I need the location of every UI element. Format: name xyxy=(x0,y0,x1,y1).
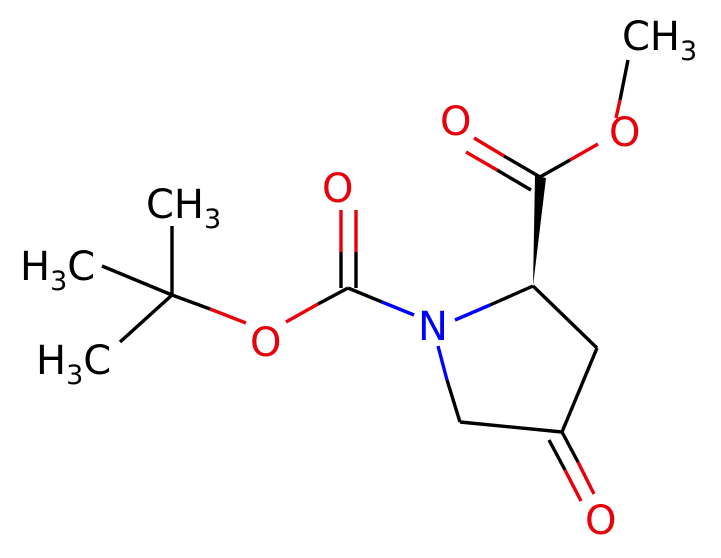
bond-c4-c5 xyxy=(459,420,563,434)
bond-o-cq-red xyxy=(209,307,247,325)
bond-o-ester-c-red xyxy=(569,142,599,162)
bond-ketone-2 xyxy=(547,439,567,471)
bond-c5-n-blue xyxy=(436,345,449,381)
bond-ketone-2-red xyxy=(563,469,583,502)
bond-ester-co-1 xyxy=(503,154,541,179)
label-o-ketone: O xyxy=(585,498,616,544)
label-ch3-methyl-ester: CH3 xyxy=(622,14,697,67)
label-o-boc-double: O xyxy=(322,166,353,212)
label-o-ester-double: O xyxy=(440,99,471,145)
label-h3c-tbu-bottom: H3C xyxy=(36,338,111,391)
label-n-ring: N xyxy=(418,304,448,350)
label-o-boc-single: O xyxy=(250,320,281,366)
bond-cq-methyl-bottom xyxy=(118,293,174,344)
bond-o-ester-c xyxy=(539,158,571,179)
bond-c2-n xyxy=(489,284,534,307)
bond-boc-c-o xyxy=(317,286,349,306)
bond-methyl-o-red xyxy=(614,99,622,119)
bond-c2-n-blue xyxy=(454,303,491,322)
label-ch3-tbu-top: CH3 xyxy=(146,182,221,235)
bond-c5-n xyxy=(445,379,462,423)
bond-o-cq xyxy=(171,293,211,311)
bond-ketone-1 xyxy=(560,431,580,463)
label-o-ester-single: O xyxy=(609,110,640,156)
bond-ketone-1-red xyxy=(576,461,596,495)
bond-wedge-stereo xyxy=(533,176,546,286)
bond-c3-c4 xyxy=(560,347,599,433)
bond-ester-co-2-red xyxy=(465,150,498,172)
bond-methyl-o xyxy=(618,59,630,101)
bond-boc-c-o-red xyxy=(285,302,319,324)
bond-cq-methyl-mid xyxy=(101,264,173,297)
bond-n-boc-blue xyxy=(381,300,415,317)
bond-ester-co-1-red xyxy=(473,136,505,158)
bond-ester-co-2 xyxy=(496,168,532,192)
bond-n-boc xyxy=(347,286,383,304)
bond-c2-c3 xyxy=(531,284,599,350)
label-h3c-tbu-mid: H3C xyxy=(20,244,95,297)
